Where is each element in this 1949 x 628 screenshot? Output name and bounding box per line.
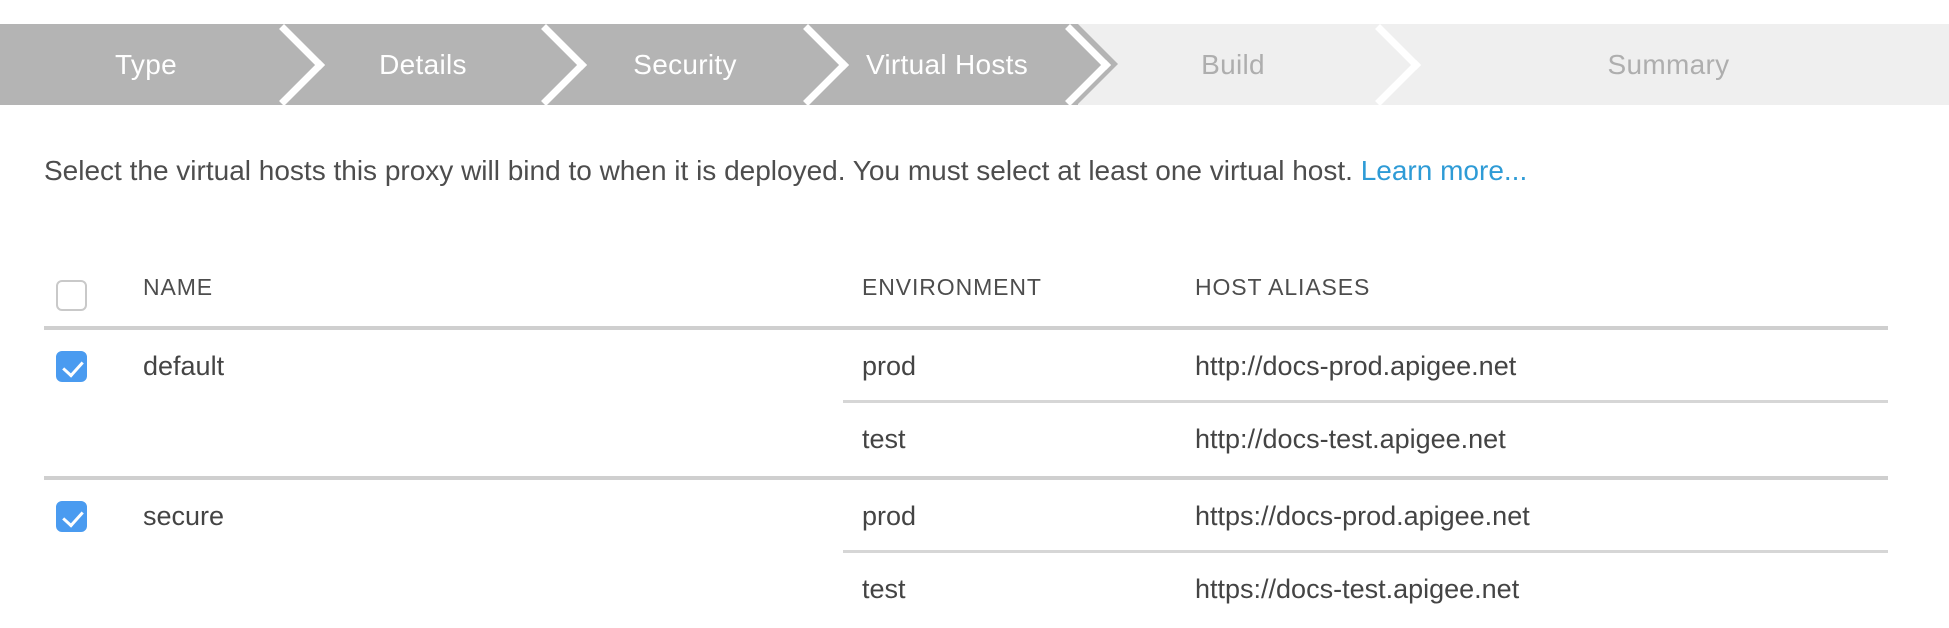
wizard-step-build[interactable]: Build xyxy=(1078,23,1422,106)
learn-more-link[interactable]: Learn more... xyxy=(1360,155,1528,186)
table-header-divider xyxy=(44,326,1888,330)
wizard-step-label: Security xyxy=(633,48,737,80)
intro-text: Select the virtual hosts this proxy will… xyxy=(44,155,1527,187)
environment-value: prod xyxy=(862,501,917,531)
table-header-row: NAME ENVIRONMENT HOST ALIASES xyxy=(44,272,1888,326)
host-alias-value: http://docs-prod.apigee.net xyxy=(1195,351,1517,381)
subrow-divider xyxy=(843,400,1888,403)
wizard-step-label: Virtual Hosts xyxy=(865,48,1029,80)
environment-value: test xyxy=(862,574,906,604)
environment-value: prod xyxy=(862,351,917,381)
group-divider xyxy=(44,476,1888,480)
table-row-subrows: default prod http://docs-prod.apigee.net te… xyxy=(44,330,1888,476)
wizard-step-virtual-hosts[interactable]: Virtual Hosts xyxy=(816,23,1118,106)
list-item: prod http://docs-prod.apigee.net xyxy=(44,330,1888,403)
column-header-host-aliases: HOST ALIASES xyxy=(1195,274,1371,300)
row-checkbox-secure[interactable] xyxy=(56,501,87,532)
wizard-step-label: Build xyxy=(1201,48,1265,80)
row-checkbox-default[interactable] xyxy=(56,351,87,382)
wizard-step-details[interactable]: Details xyxy=(292,23,588,106)
environment-value: test xyxy=(862,424,906,454)
host-alias-value: https://docs-prod.apigee.net xyxy=(1195,501,1530,531)
column-header-name: NAME xyxy=(143,274,214,300)
table-row: secure prod https://docs-prod.apigee.net te… xyxy=(44,480,1888,626)
virtual-host-name: secure xyxy=(143,501,225,531)
wizard-step-label: Details xyxy=(379,48,467,80)
wizard-step-label: Summary xyxy=(1607,48,1730,80)
host-alias-value: http://docs-test.apigee.net xyxy=(1195,424,1506,454)
host-alias-value: https://docs-test.apigee.net xyxy=(1195,574,1520,604)
list-item: prod https://docs-prod.apigee.net xyxy=(44,480,1888,553)
wizard-step-bar: Type Details Security Virtual Hosts Build Sum… xyxy=(0,23,1949,106)
table-row: default prod http://docs-prod.apigee.net te… xyxy=(44,330,1888,480)
list-item: test http://docs-test.apigee.net xyxy=(44,403,1888,476)
wizard-step-security[interactable]: Security xyxy=(554,23,850,106)
list-item: test https://docs-test.apigee.net xyxy=(44,553,1888,626)
select-all-checkbox[interactable] xyxy=(56,280,87,311)
virtual-host-name: default xyxy=(143,351,225,381)
wizard-step-summary[interactable]: Summary xyxy=(1388,24,1949,105)
table-body: default prod http://docs-prod.apigee.net te… xyxy=(44,330,1888,626)
intro-description: Select the virtual hosts this proxy will… xyxy=(44,155,1361,186)
wizard-step-type[interactable]: Type xyxy=(0,23,326,106)
table-row-subrows: secure prod https://docs-prod.apigee.net te… xyxy=(44,480,1888,626)
subrow-divider xyxy=(843,550,1888,553)
wizard-step-label: Type xyxy=(115,48,177,80)
column-header-environment: ENVIRONMENT xyxy=(862,274,1042,300)
